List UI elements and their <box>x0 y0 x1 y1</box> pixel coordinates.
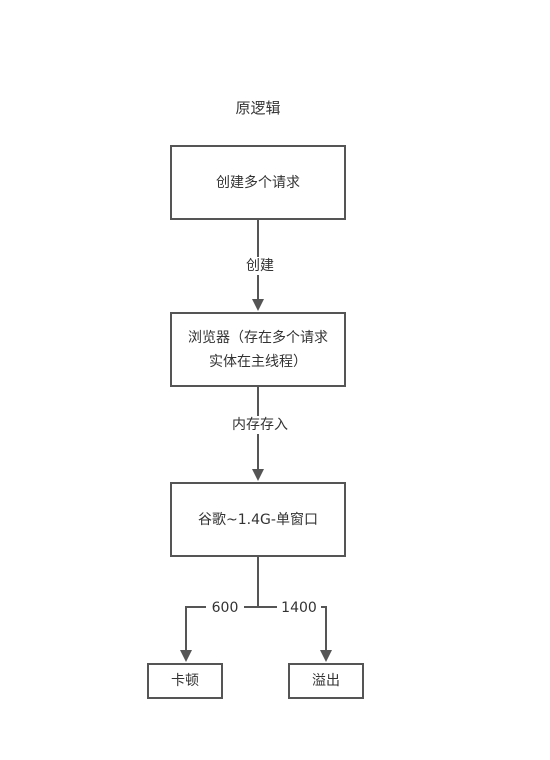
node-lag-label: 卡顿 <box>171 673 199 689</box>
arrowhead-browser <box>252 299 264 311</box>
node-overflow-label: 溢出 <box>312 673 340 689</box>
node-overflow: 溢出 <box>288 663 364 699</box>
node-create-requests-label: 创建多个请求 <box>216 174 300 191</box>
node-browser: 浏览器（存在多个请求 实体在主线程） <box>170 312 346 387</box>
arrowhead-overflow <box>320 650 332 662</box>
arrowhead-lag <box>180 650 192 662</box>
node-create-requests: 创建多个请求 <box>170 145 346 220</box>
edge-label-memory-store: 内存存入 <box>222 416 298 434</box>
diagram-title: 原逻辑 <box>235 99 281 117</box>
node-browser-label-line2: 实体在主线程） <box>209 353 307 370</box>
arrowhead-chrome <box>252 469 264 481</box>
node-chrome-memory-label: 谷歌~1.4G-单窗口 <box>198 511 318 528</box>
node-lag: 卡顿 <box>147 663 223 699</box>
edge-label-600: 600 <box>206 599 244 617</box>
node-chrome-memory: 谷歌~1.4G-单窗口 <box>170 482 346 557</box>
edge-label-1400: 1400 <box>277 599 321 617</box>
edge-label-create: 创建 <box>238 257 282 275</box>
node-browser-label-line1: 浏览器（存在多个请求 <box>188 329 328 346</box>
